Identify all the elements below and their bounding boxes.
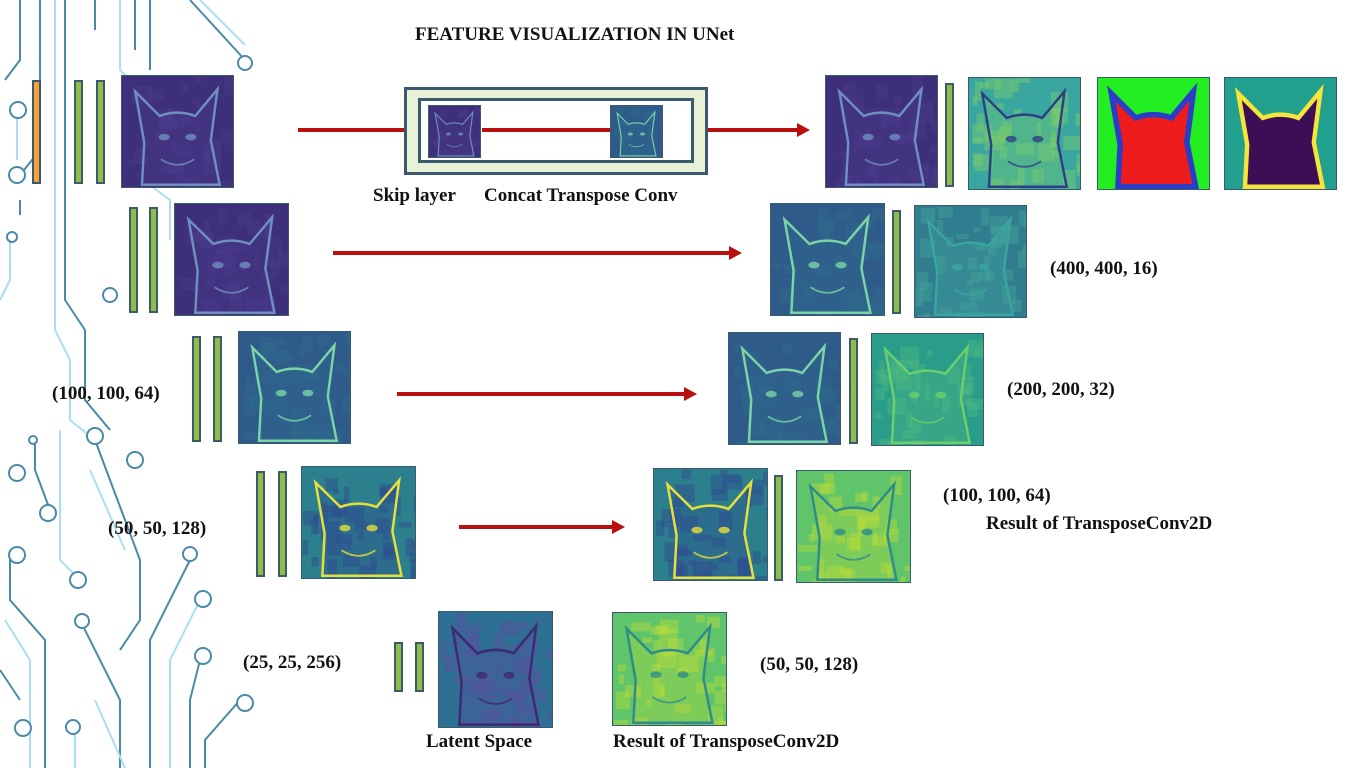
latent-bar-b [415,642,424,692]
cat-segmentation-mask [1097,77,1210,190]
cat-feature-map [796,470,911,583]
cat-feature-map [968,77,1081,190]
skip-arrow-2-head [729,246,742,260]
cat-segmentation-mask [1224,77,1337,190]
skip-arrow-3-head [684,387,697,401]
cat-feature-map [174,203,289,316]
result-transpose-label-bottom: Result of TransposeConv2D [613,731,840,752]
dim-label-100-right: (100, 100, 64) [943,485,1051,506]
cat-feature-map [301,466,416,579]
encoder-4-bar-a [256,471,265,577]
latent-space-map [438,611,553,728]
skip-arrow-4-head [612,520,625,534]
cat-feature-map [770,203,885,316]
dim-label-50-left: (50, 50, 128) [108,518,207,539]
skip-arrow-1-head [797,123,810,137]
encoder-1-bar-a [74,80,83,184]
dim-label-50-bottom: (50, 50, 128) [760,654,859,675]
dim-label-100-left: (100, 100, 64) [52,383,160,404]
skip-arrow-4 [459,525,613,529]
encoder-3-bar-b [213,336,222,442]
input-layer-bar [32,80,41,184]
cat-feature-map [610,105,663,158]
dim-label-25: (25, 25, 256) [243,652,342,673]
cat-feature-map [428,105,481,158]
skip-arrow-3 [397,392,685,396]
cat-feature-map [238,331,351,444]
skip-arrow-2 [333,251,730,255]
cat-feature-map [121,75,234,188]
skip-box-arrow-inside [482,128,610,132]
latent-bar-a [394,642,403,692]
cat-feature-map [871,333,984,446]
circuit-board-decoration [0,0,254,768]
skip-layer-label: Skip layer [373,185,456,206]
decoder-2-bar [892,210,901,314]
encoder-4-bar-b [278,471,287,577]
decoder-3-bar [849,338,858,444]
encoder-3-bar-a [192,336,201,442]
concat-transpose-conv-label: Concat Transpose Conv [484,185,678,206]
cat-feature-map [653,468,768,581]
decoder-4-bar [774,475,783,581]
dim-label-200: (200, 200, 32) [1007,379,1115,400]
encoder-2-bar-a [129,207,138,313]
cat-feature-map [612,612,727,726]
latent-space-label: Latent Space [426,731,533,752]
encoder-1-bar-b [96,80,105,184]
result-transpose-label-right: Result of TransposeConv2D [986,513,1213,534]
page-title: FEATURE VISUALIZATION IN UNet [415,24,735,45]
decoder-1-bar [945,83,954,187]
cat-feature-map [914,205,1027,318]
dim-label-400: (400, 400, 16) [1050,258,1158,279]
encoder-2-bar-b [149,207,158,313]
cat-feature-map [728,332,841,445]
cat-feature-map [825,75,938,188]
